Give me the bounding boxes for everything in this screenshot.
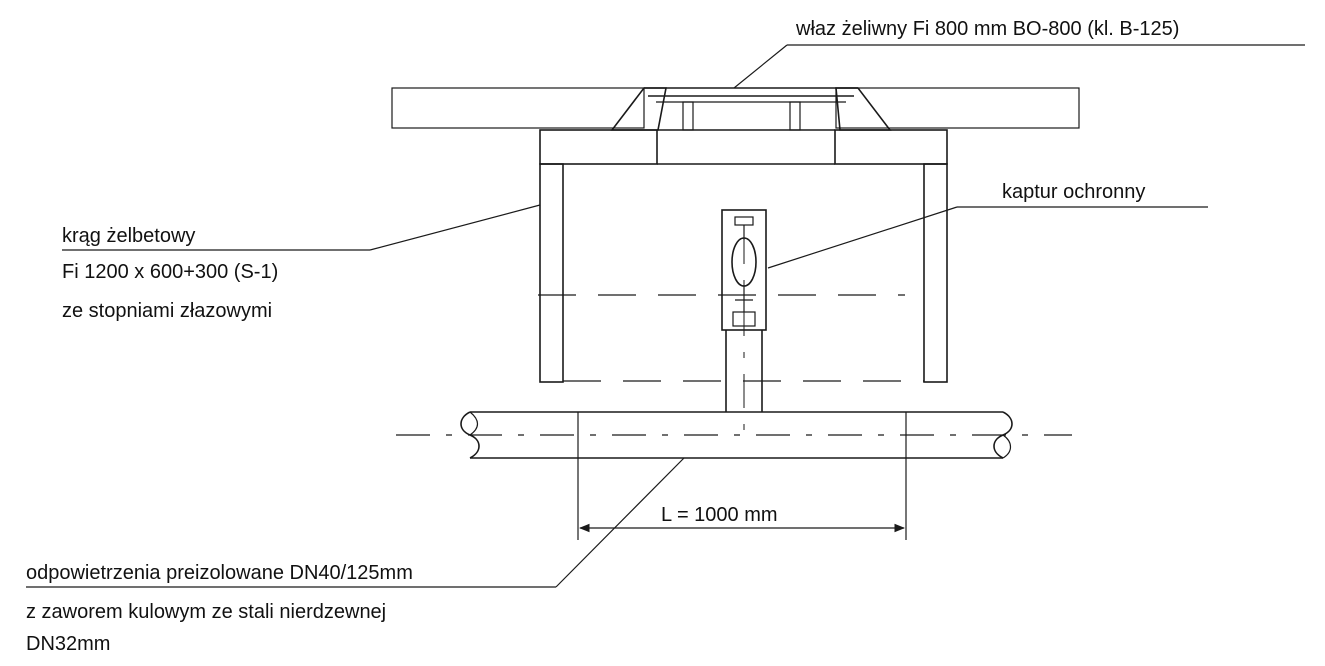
manhole-cover	[610, 87, 892, 131]
leader-protective-hood: kaptur ochronny	[767, 181, 1208, 269]
ring-label-line1: krąg żelbetowy	[62, 225, 195, 247]
leader-vent: odpowietrzenia preizolowane DN40/125mm z…	[26, 457, 685, 655]
top-slab	[539, 129, 948, 165]
main-pipe	[396, 411, 1072, 459]
dimension-length: L = 1000 mm	[577, 412, 907, 540]
leader-manhole-cover: właz żeliwny Fi 800 mm BO-800 (kl. B-125…	[733, 18, 1305, 89]
protective-hood-label: kaptur ochronny	[1002, 181, 1145, 203]
interior-dashed-lines	[538, 294, 924, 382]
ring-label-line3: ze stopniami złazowymi	[62, 300, 272, 322]
vent-label-line3: DN32mm	[26, 633, 110, 655]
manhole-cover-label: właz żeliwny Fi 800 mm BO-800 (kl. B-125…	[795, 18, 1179, 40]
length-label: L = 1000 mm	[661, 504, 778, 526]
leader-concrete-ring: krąg żelbetowy Fi 1200 x 600+300 (S-1) z…	[62, 204, 541, 322]
concrete-ring	[539, 163, 948, 383]
vent-label-line1: odpowietrzenia preizolowane DN40/125mm	[26, 562, 413, 584]
vent-riser	[721, 209, 767, 430]
ring-label-line2: Fi 1200 x 600+300 (S-1)	[62, 261, 278, 283]
ground-layer	[391, 87, 1080, 129]
vent-label-line2: z zaworem kulowym ze stali nierdzewnej	[26, 601, 386, 623]
